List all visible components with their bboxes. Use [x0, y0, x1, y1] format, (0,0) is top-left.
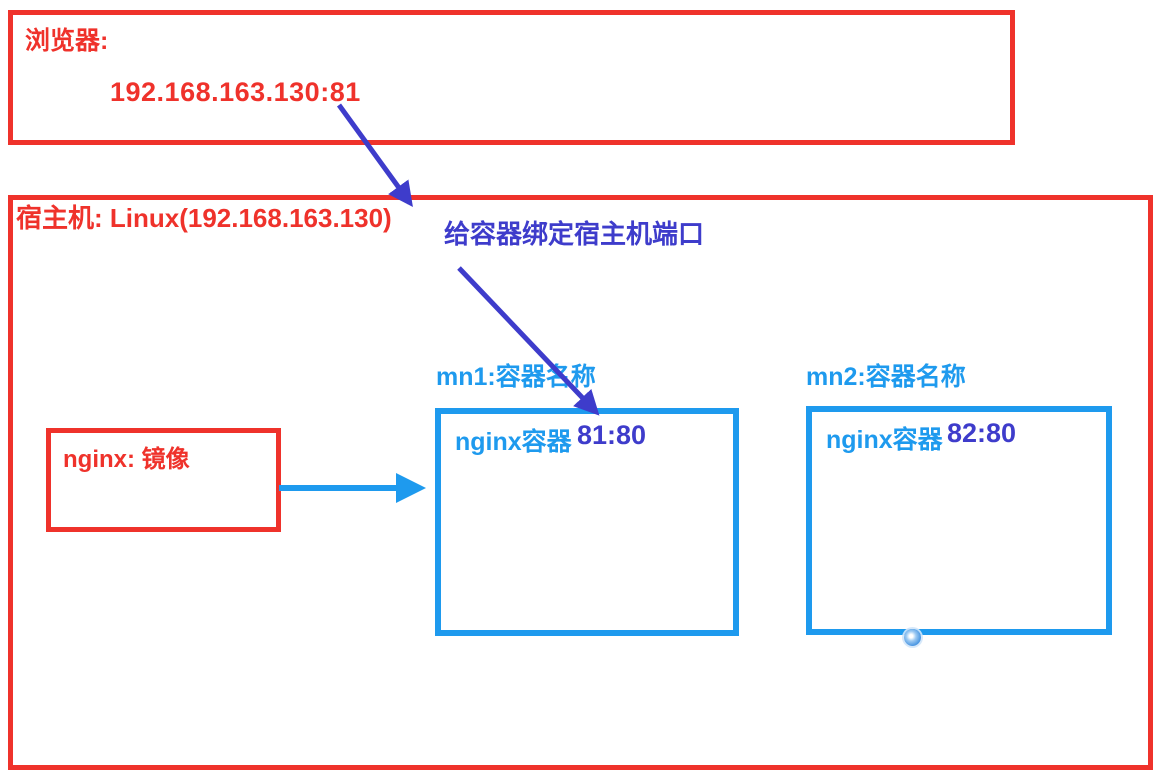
container-mn1-runtime-label: nginx容器: [455, 428, 572, 456]
host-box: [8, 195, 1153, 770]
container-mn1-port-mapping: 81:80: [577, 420, 647, 450]
host-box-title: 宿主机: Linux(192.168.163.130): [16, 203, 392, 233]
container-mn1-name-label: mn1:容器名称: [436, 363, 596, 391]
container-mn1-box: nginx容器 81:80: [435, 408, 739, 636]
bind-port-annotation: 给容器绑定宿主机端口: [444, 219, 705, 249]
swirl-watermark-icon: [904, 629, 921, 646]
browser-box: 浏览器: 192.168.163.130:81: [8, 10, 1015, 145]
nginx-image-box: nginx: 镜像: [46, 428, 281, 532]
nginx-image-label: nginx: 镜像: [63, 446, 190, 473]
browser-box-title: 浏览器:: [25, 27, 109, 55]
browser-url-text: 192.168.163.130:81: [110, 77, 361, 107]
container-mn2-runtime-label: nginx容器: [826, 426, 943, 454]
container-mn2-port-mapping: 82:80: [947, 418, 1017, 448]
container-mn2-box: nginx容器 82:80: [806, 406, 1112, 635]
container-mn2-name-label: mn2:容器名称: [806, 363, 966, 391]
